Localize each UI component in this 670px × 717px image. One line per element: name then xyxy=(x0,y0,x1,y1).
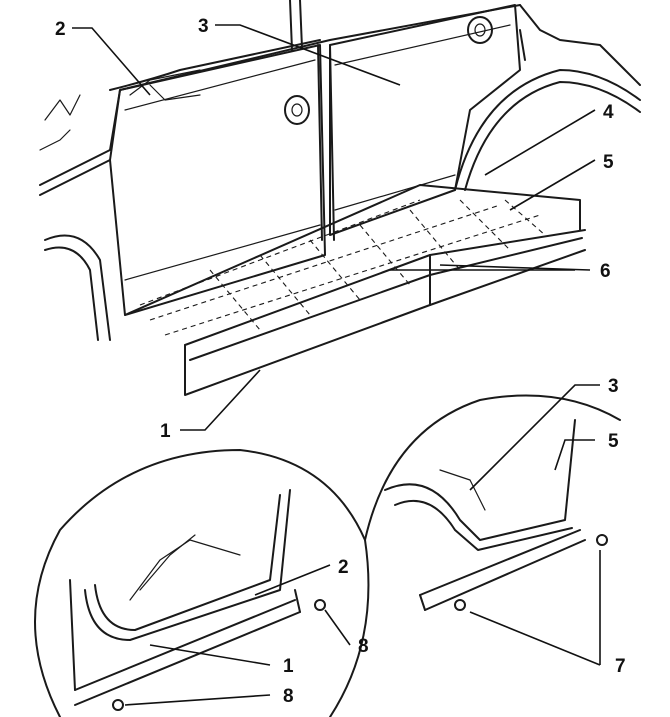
wheel-arches xyxy=(44,69,641,341)
callout-4: 4 xyxy=(603,102,614,123)
callout-2-left: 2 xyxy=(338,557,349,578)
callout-7: 7 xyxy=(615,656,626,677)
vehicle-body xyxy=(39,4,641,196)
detail-circle-left xyxy=(34,449,370,717)
callout-1-mid: 1 xyxy=(160,421,171,442)
callout-2-top: 2 xyxy=(55,19,66,40)
callout-8-a: 8 xyxy=(358,636,369,657)
callout-8-b: 8 xyxy=(283,686,294,707)
front-door xyxy=(109,44,326,316)
callout-1-left: 1 xyxy=(283,656,294,677)
callout-3-top: 3 xyxy=(198,16,209,37)
callout-3-right: 3 xyxy=(608,376,619,397)
sill-assembly xyxy=(124,184,586,396)
detail-circle-right xyxy=(364,394,621,611)
rear-door xyxy=(289,0,521,241)
callout-5-right: 5 xyxy=(608,431,619,452)
leader-lines xyxy=(72,24,601,706)
callout-5-top: 5 xyxy=(603,152,614,173)
callout-6: 6 xyxy=(600,261,611,282)
